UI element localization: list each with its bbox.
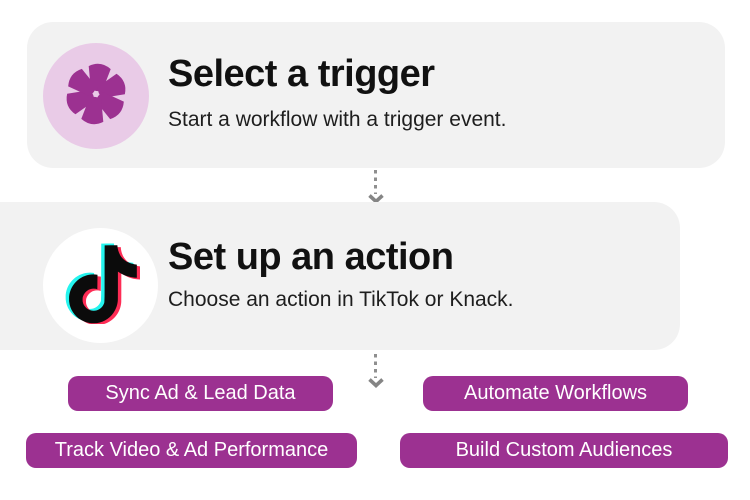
action-badge xyxy=(43,228,158,343)
action-step-title: Set up an action xyxy=(168,236,454,278)
automate-workflows-button[interactable]: Automate Workflows xyxy=(423,376,688,411)
asterisk-trigger-icon xyxy=(59,57,133,136)
build-custom-audiences-button[interactable]: Build Custom Audiences xyxy=(400,433,728,468)
action-step-subtitle: Choose an action in TikTok or Knack. xyxy=(168,288,514,311)
trigger-badge xyxy=(43,43,149,149)
trigger-step-subtitle: Start a workflow with a trigger event. xyxy=(168,108,507,131)
trigger-step-title: Select a trigger xyxy=(168,53,435,95)
dotted-arrow-down-icon xyxy=(374,170,377,194)
arrow-head-icon xyxy=(368,378,384,388)
tiktok-icon xyxy=(62,242,140,329)
arrow-head-icon xyxy=(368,194,384,204)
dotted-arrow-down-icon xyxy=(374,354,377,378)
sync-ad-lead-data-button[interactable]: Sync Ad & Lead Data xyxy=(68,376,333,411)
action-step-card[interactable]: Set up an action Choose an action in Tik… xyxy=(0,202,680,350)
trigger-step-card[interactable]: Select a trigger Start a workflow with a… xyxy=(27,22,725,168)
track-video-ad-performance-button[interactable]: Track Video & Ad Performance xyxy=(26,433,357,468)
